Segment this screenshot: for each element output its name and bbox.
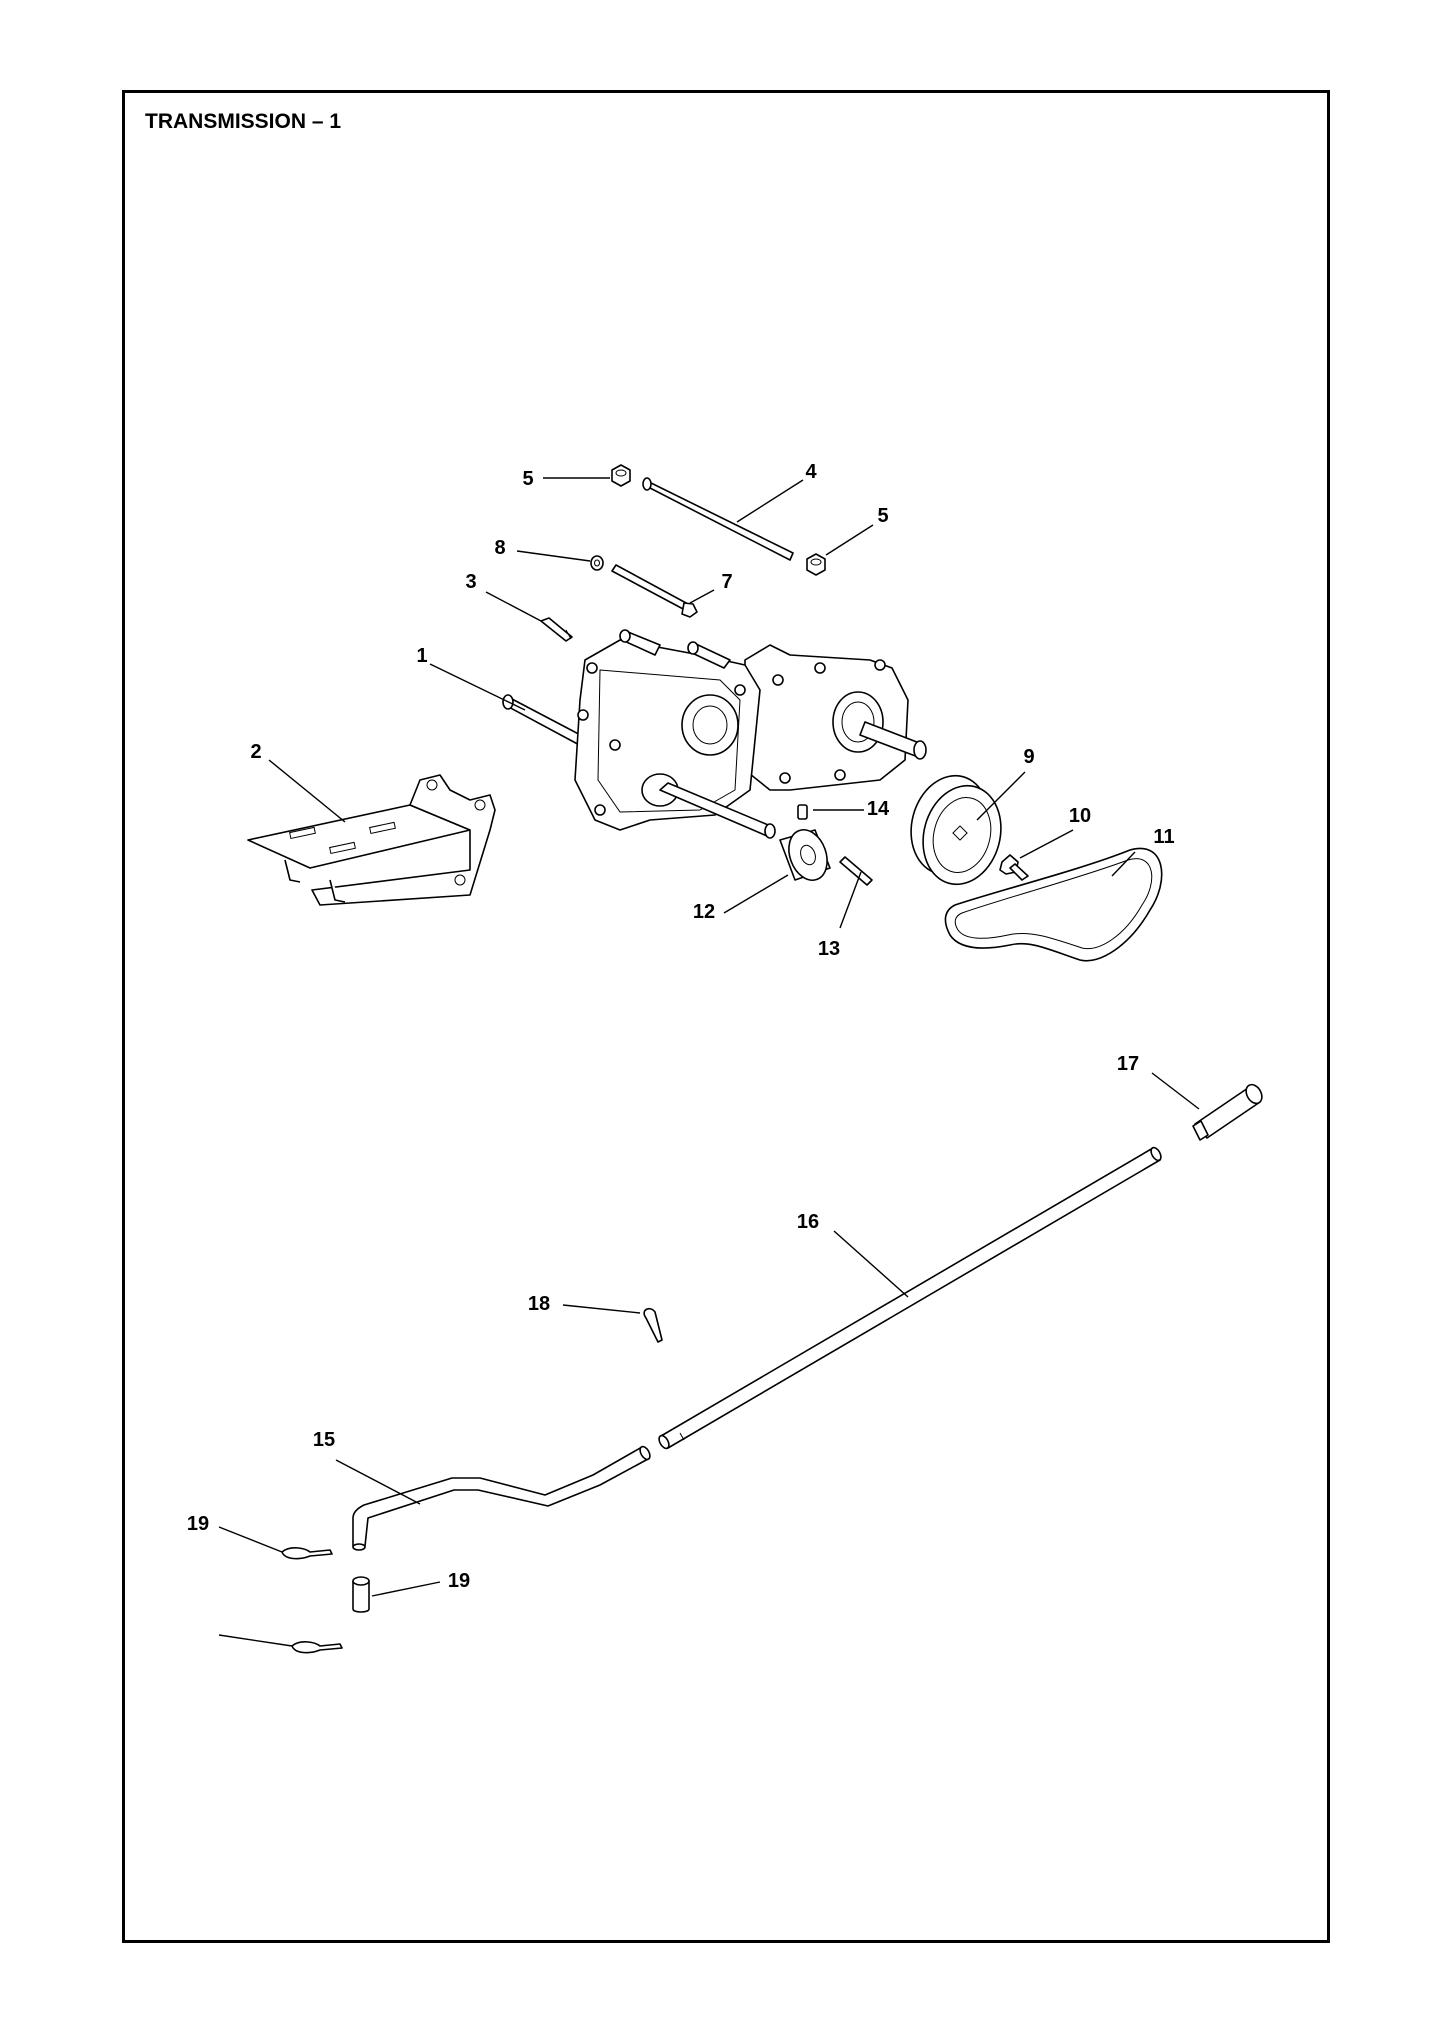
callout-6: 7 [721, 571, 732, 593]
part-8-pulley [910, 774, 1002, 886]
part-6-bolt [611, 564, 698, 618]
drawing-frame [122, 90, 1330, 1943]
part-17-clip [643, 1307, 663, 1343]
part-1-transmission [502, 629, 927, 839]
callout-3: 3 [465, 571, 476, 593]
part-13-set-screw [797, 804, 808, 820]
callout-16: 17 [1117, 1053, 1139, 1075]
part-14-shift-rod [352, 1445, 651, 1551]
part-3-key [540, 617, 573, 642]
callout-13: 14 [867, 798, 890, 820]
callout-5-upper: 5 [522, 468, 533, 490]
callout-17: 18 [528, 1293, 550, 1315]
part-11-hub [779, 829, 831, 881]
callout-9: 10 [1069, 805, 1091, 827]
callout-15: 16 [797, 1211, 819, 1233]
callout-8: 9 [1023, 746, 1034, 768]
part-16-grip [1192, 1083, 1263, 1141]
callout-2: 2 [250, 741, 261, 763]
callout-4: 4 [805, 461, 817, 483]
part-9-bolt [999, 854, 1029, 881]
part-7-washer [590, 555, 604, 571]
part-10-belt [944, 847, 1163, 962]
callout-19-upper: 19 [187, 1513, 209, 1535]
callout-1: 1 [416, 645, 427, 667]
callout-10: 11 [1153, 826, 1174, 848]
callout-11: 12 [693, 901, 715, 923]
callout-5-lower: 5 [877, 505, 888, 527]
leader-lines [218, 477, 1200, 1647]
part-5-nut-lower [806, 553, 826, 576]
part-12-key [839, 856, 873, 886]
part-19-clip-upper [281, 1547, 333, 1560]
part-19-clip-lower [291, 1641, 343, 1654]
part-18-bushing [352, 1576, 370, 1613]
callout-12: 13 [818, 938, 840, 960]
callout-7: 8 [494, 537, 505, 559]
part-15-rod [658, 1146, 1162, 1450]
page-title: TRANSMISSION – 1 [145, 110, 342, 133]
callout-14: 15 [313, 1429, 335, 1451]
part-4-rod [642, 477, 794, 561]
part-5-nut-upper [611, 464, 631, 487]
callout-18: 19 [448, 1570, 470, 1592]
part-2-bracket [247, 774, 496, 906]
